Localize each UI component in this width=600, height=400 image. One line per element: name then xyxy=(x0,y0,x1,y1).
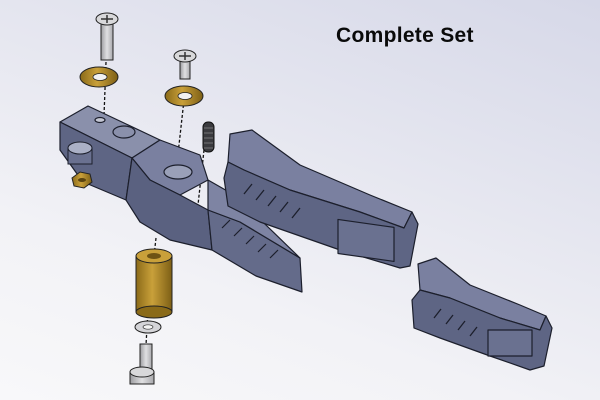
footpeg-pad-upper-icon xyxy=(223,129,419,269)
side-boss-icon xyxy=(67,141,93,165)
spring-icon xyxy=(202,121,215,153)
diagram-title: Complete Set xyxy=(336,24,474,47)
top-washer-left-icon xyxy=(79,66,119,88)
top-washer-right-icon xyxy=(164,85,204,107)
footpeg-pad-lower-icon xyxy=(411,257,553,371)
bottom-washer-icon xyxy=(134,320,162,334)
bottom-bolt-icon xyxy=(129,343,155,385)
top-screw-left-icon xyxy=(95,12,119,61)
top-screw-right-icon xyxy=(173,49,197,80)
hex-nut-icon xyxy=(71,171,93,189)
spacer-icon xyxy=(135,248,173,319)
